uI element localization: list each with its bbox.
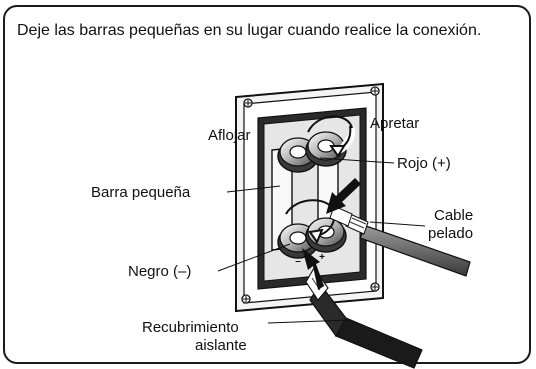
screw-icon	[370, 86, 380, 96]
label-insulation-line2: aislante	[195, 337, 247, 354]
label-loosen: Aflojar	[208, 127, 251, 144]
label-insulation-line1: Recubrimiento	[142, 319, 239, 336]
label-black: Negro (–)	[128, 263, 191, 280]
screw-icon	[241, 294, 251, 304]
screw-icon	[370, 282, 380, 292]
minus-mark: –	[295, 256, 301, 267]
rotation-arrow-icon	[307, 115, 356, 158]
leader-lines	[217, 157, 426, 324]
insert-arrow-icon	[302, 248, 324, 290]
label-red: Rojo (+)	[397, 155, 451, 172]
label-cable-line1: Cable	[434, 207, 473, 224]
screw-icon	[243, 98, 253, 108]
instruction-note: Deje las barras pequeñas en su lugar cua…	[17, 22, 482, 39]
label-cable-line2: pelado	[428, 225, 473, 242]
plus-mark: +	[319, 252, 325, 263]
stripped-cable	[329, 205, 471, 277]
label-small-bar: Barra pequeña	[91, 184, 191, 201]
insert-arrow-icon	[326, 178, 361, 214]
label-tighten: Apretar	[370, 115, 419, 132]
